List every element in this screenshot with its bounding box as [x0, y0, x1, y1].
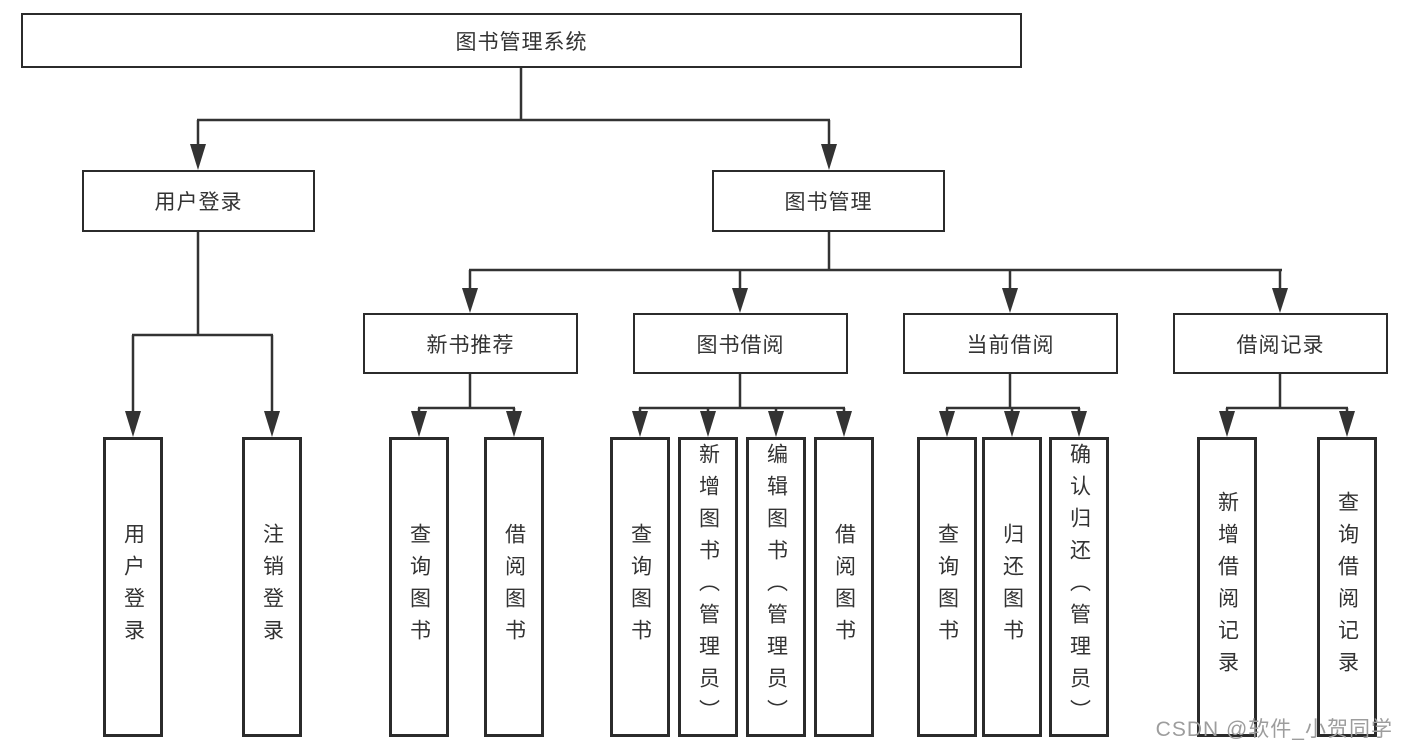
leaf-borrow-books: 借阅图书	[814, 437, 874, 737]
leaf-query-books-recommend: 查询图书	[389, 437, 449, 737]
node-label: 新增借阅记录	[1215, 491, 1239, 683]
node-label: 图书管理系统	[455, 30, 588, 54]
connector-strokes	[131, 68, 1349, 415]
node-label: 查询图书	[407, 523, 431, 651]
leaf-add-borrow-record: 新增借阅记录	[1197, 437, 1257, 737]
node-new-book-recommend: 新书推荐	[363, 313, 578, 374]
node-label: 确认归还（管理员）	[1067, 443, 1091, 731]
node-label: 借阅图书	[832, 523, 856, 651]
leaf-borrow-books-recommend: 借阅图书	[484, 437, 544, 737]
node-label: 用户登录	[121, 523, 145, 651]
node-label: 查询图书	[935, 523, 959, 651]
node-book-borrowing: 图书借阅	[633, 313, 848, 374]
node-label: 借阅图书	[502, 523, 526, 651]
node-user-login: 用户登录	[82, 170, 315, 232]
node-label: 借阅记录	[1236, 333, 1325, 357]
leaf-query-borrow-record: 查询借阅记录	[1317, 437, 1377, 737]
node-label: 当前借阅	[966, 333, 1055, 357]
node-system-root: 图书管理系统	[21, 13, 1022, 68]
node-book-management: 图书管理	[712, 170, 945, 232]
leaf-query-books-current: 查询图书	[917, 437, 977, 737]
node-label: 查询图书	[628, 523, 652, 651]
arrowheads	[125, 144, 1355, 437]
leaf-add-book-admin: 新增图书（管理员）	[678, 437, 738, 737]
node-label: 用户登录	[154, 191, 243, 214]
node-label: 注销登录	[260, 523, 284, 651]
leaf-confirm-return-admin: 确认归还（管理员）	[1049, 437, 1109, 737]
leaf-query-books-borrowing: 查询图书	[610, 437, 670, 737]
leaf-edit-book-admin: 编辑图书（管理员）	[746, 437, 806, 737]
leaf-user-login: 用户登录	[103, 437, 163, 737]
node-label: 新书推荐	[426, 333, 515, 357]
node-label: 编辑图书（管理员）	[764, 443, 788, 731]
node-label: 查询借阅记录	[1335, 491, 1359, 683]
node-current-borrowing: 当前借阅	[903, 313, 1118, 374]
leaf-return-books: 归还图书	[982, 437, 1042, 737]
node-label: 归还图书	[1000, 523, 1024, 651]
leaf-logout: 注销登录	[242, 437, 302, 737]
watermark: CSDN @软件_小贺同学	[1155, 718, 1393, 741]
node-label: 新增图书（管理员）	[696, 443, 720, 731]
node-label: 图书管理	[784, 191, 873, 214]
node-borrowing-records: 借阅记录	[1173, 313, 1388, 374]
node-label: 图书借阅	[696, 333, 785, 357]
